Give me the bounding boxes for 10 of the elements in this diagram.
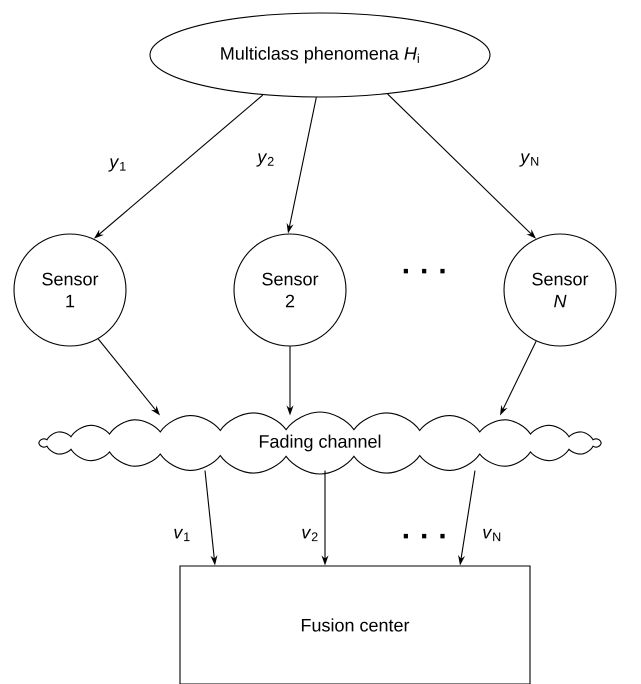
edge-label: v$_{N}$ [483,528,500,542]
edge-label: v$_{2}$ [302,528,318,542]
edge-label: y$_{N}$ [519,153,538,167]
ellipsis-dots: · · · [404,534,445,538]
fusion-center-box: Fusion center [179,565,531,684]
channel-cloud: Fading channel [38,411,602,475]
ellipsis-dots: · · · [404,268,445,274]
edge-label: y$_{2}$ [256,153,274,167]
edge-label: v$_{1}$ [174,528,190,542]
edge-label: y$_{1}$ [108,158,126,172]
